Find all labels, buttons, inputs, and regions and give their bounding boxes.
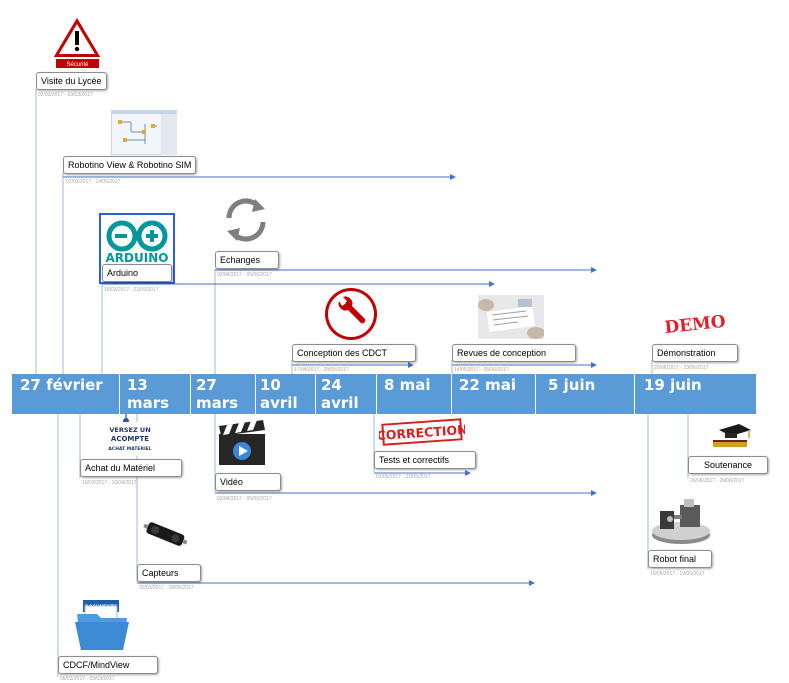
task-dates: 20/06/2017 - 23/06/2017 — [654, 365, 709, 371]
task-dates: 20/03/2017 - 28/05/2017 — [139, 585, 194, 591]
timeline-segment — [119, 374, 191, 414]
task-robotino[interactable]: Robotino View & Robotino SIM — [63, 156, 197, 174]
refresh-icon — [219, 195, 273, 245]
robot-icon — [650, 497, 712, 545]
date-label: 8 mai — [384, 376, 431, 394]
task-demonstration[interactable]: Démonstration — [652, 344, 738, 362]
securite-text: Sécurité — [66, 62, 89, 68]
meeting-photo-icon — [478, 295, 545, 339]
timeline-segment — [255, 374, 316, 414]
task-soutenance[interactable]: Soutenance — [688, 456, 768, 474]
task-label: Démonstration — [657, 348, 716, 358]
task-dates: 06/03/2017 - 09/03/2017 — [60, 676, 115, 682]
timeline-segment — [12, 374, 120, 414]
task-dates: 01/05/2017 - 22/05/2017 — [376, 474, 431, 480]
correction-stamp-icon: CORRECTION — [376, 418, 468, 446]
task-label: Robotino View & Robotino SIM — [68, 160, 192, 170]
date-label: 24 avril — [321, 376, 359, 412]
acompte-line3: ACHAT MATERIEL — [108, 446, 151, 452]
task-robot-final[interactable]: Robot final — [648, 550, 712, 568]
timeline-bar — [12, 374, 756, 414]
task-dates: 17/04/2017 - 28/05/2017 — [294, 367, 349, 373]
task-capteurs[interactable]: Capteurs — [137, 564, 201, 582]
task-label: CDCF/MindView — [63, 660, 130, 670]
task-dates: 02/04/2017 - 05/06/2017 — [217, 496, 272, 502]
timeline-segment — [451, 374, 536, 414]
date-label: 19 juin — [644, 376, 702, 394]
task-visite-lycee[interactable]: Visite du Lycée — [36, 72, 107, 90]
task-label: Achat du Matériel — [85, 463, 156, 473]
task-echanges[interactable]: Echanges — [215, 251, 279, 269]
task-achat-materiel[interactable]: Achat du Matériel — [80, 459, 182, 477]
task-video[interactable]: Vidéo — [215, 473, 281, 491]
task-conception-cdct[interactable]: Conception des CDCT — [292, 344, 416, 362]
task-cdcf-mindview[interactable]: CDCF/MindView — [58, 656, 158, 674]
task-label: Visite du Lycée — [41, 76, 102, 86]
correction-text: CORRECTION — [379, 422, 465, 443]
software-screenshot-icon — [110, 109, 178, 156]
warning-icon: Sécurité — [50, 12, 105, 68]
date-label: 13 mars — [127, 376, 170, 412]
task-label: Revues de conception — [457, 348, 547, 358]
task-label: Conception des CDCT — [297, 348, 388, 358]
task-label: Vidéo — [220, 477, 243, 487]
acompte-line1: VERSEZ UN — [109, 426, 150, 434]
date-label: 27 février — [20, 376, 103, 394]
task-label: Soutenance — [703, 460, 753, 470]
task-label: Robot final — [653, 554, 697, 564]
acompte-line2: ACOMPTE — [111, 435, 149, 443]
task-dates: 02/04/2017 - 05/06/2017 — [217, 272, 272, 278]
timeline-segment — [190, 374, 256, 414]
video-clapper-icon — [217, 420, 267, 466]
task-dates: 19/06/2017 - 19/06/2017 — [650, 571, 705, 577]
demo-stamp-icon: DEMO — [664, 308, 727, 338]
documents-folder-icon: DOCUMENTS — [73, 598, 131, 652]
task-revues-conception[interactable]: Revues de conception — [452, 344, 576, 362]
acompte-icon: VERSEZ UN ACOMPTE ACHAT MATERIEL — [107, 420, 153, 458]
date-label: 22 mai — [459, 376, 516, 394]
task-dates: 26/06/2017 - 29/06/2017 — [690, 478, 745, 484]
date-label: 10 avril — [260, 376, 298, 412]
task-tests-correctifs[interactable]: Tests et correctifs — [374, 451, 476, 469]
task-dates: 14/05/2017 - 05/06/2017 — [454, 367, 509, 373]
timeline-segment — [376, 374, 452, 414]
task-dates: 10/03/2017 - 10/04/2017 — [82, 480, 137, 486]
timeline-segment — [315, 374, 377, 414]
sensor-icon — [140, 518, 190, 552]
task-label: Tests et correctifs — [379, 455, 450, 465]
timeline-segment — [535, 374, 635, 414]
task-label: Capteurs — [142, 568, 179, 578]
arduino-text: ARDUINO — [106, 251, 169, 265]
task-arduino[interactable]: Arduino — [102, 264, 172, 282]
wrench-icon — [322, 287, 380, 341]
demo-text: DEMO — [665, 312, 725, 338]
task-label: Echanges — [220, 255, 261, 265]
task-label: Arduino — [107, 268, 139, 278]
graduation-cap-icon — [709, 420, 753, 450]
date-label: 27 mars — [196, 376, 239, 412]
date-label: 5 juin — [548, 376, 596, 394]
task-dates: 15/03/2017 - 22/05/2017 — [104, 287, 159, 293]
task-dates: 02/03/2017 - 03/03/2017 — [38, 92, 93, 98]
task-dates: 07/03/2017 - 14/05/2017 — [66, 179, 121, 185]
